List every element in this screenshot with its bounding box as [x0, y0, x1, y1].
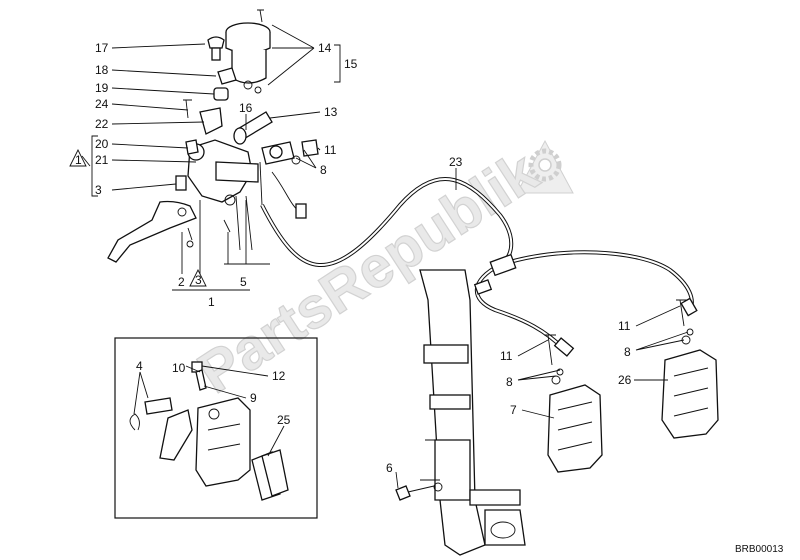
- label-1-callout: 1: [75, 153, 82, 167]
- label-25: 25: [277, 413, 291, 427]
- callout-shapes: [69, 148, 207, 287]
- part-labels: 17 14 15 18 19 24 16 13 22 20 21 1 11 8 …: [75, 41, 632, 475]
- label-8-right-caliper: 8: [624, 345, 631, 359]
- label-1: 1: [208, 295, 215, 309]
- label-9: 9: [250, 391, 257, 405]
- label-18: 18: [95, 63, 109, 77]
- label-5: 5: [240, 275, 247, 289]
- brake-hoses: [260, 176, 698, 357]
- label-17: 17: [95, 41, 109, 55]
- label-8-master: 8: [320, 163, 327, 177]
- label-15: 15: [344, 57, 358, 71]
- label-19: 19: [95, 81, 109, 95]
- label-7: 7: [510, 403, 517, 417]
- label-8-left-caliper: 8: [506, 375, 513, 389]
- label-24: 24: [95, 97, 109, 111]
- label-12: 12: [272, 369, 286, 383]
- label-11-master: 11: [324, 143, 337, 157]
- label-4: 4: [136, 359, 143, 373]
- diagram-code: BRB00013: [735, 544, 784, 555]
- label-21: 21: [95, 153, 109, 167]
- label-3: 3: [95, 183, 102, 197]
- leader-lines: [81, 24, 689, 489]
- label-11-left-caliper: 11: [500, 349, 513, 363]
- fork-leg: [419, 269, 526, 556]
- label-16: 16: [239, 101, 253, 115]
- label-22: 22: [95, 117, 109, 131]
- label-6: 6: [386, 461, 393, 475]
- gear-icon: [516, 139, 574, 194]
- label-11-right-caliper: 11: [618, 319, 631, 333]
- label-26: 26: [618, 373, 632, 387]
- inset-box: [114, 337, 318, 519]
- label-13: 13: [324, 105, 338, 119]
- label-2: 2: [178, 275, 185, 289]
- label-3-callout: 3: [195, 273, 202, 287]
- master-cylinder-assembly: [107, 9, 319, 263]
- right-calipers: [395, 299, 719, 501]
- label-10: 10: [172, 361, 186, 375]
- label-20: 20: [95, 137, 109, 151]
- label-23: 23: [449, 155, 463, 169]
- label-14: 14: [318, 41, 332, 55]
